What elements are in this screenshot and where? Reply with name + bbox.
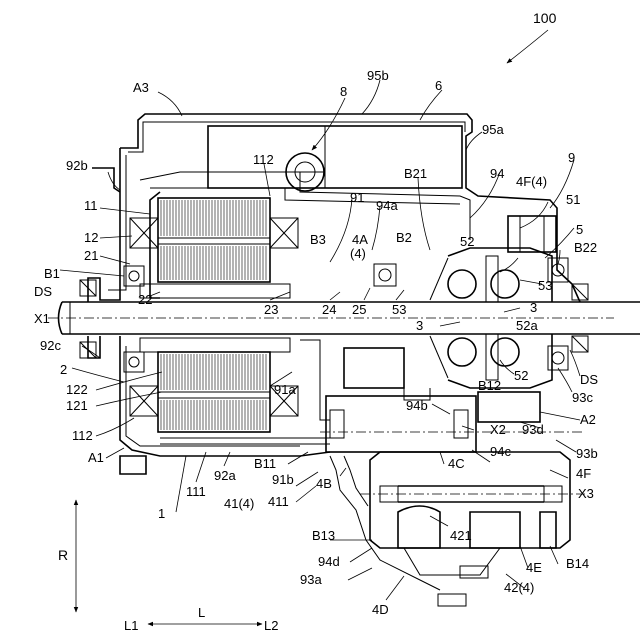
label-2: 2 xyxy=(60,362,67,377)
label-21: 21 xyxy=(84,248,98,263)
label-94d: 94d xyxy=(318,554,340,569)
label-112-bottom: 112 xyxy=(72,428,93,443)
label-421: 421 xyxy=(450,528,472,543)
label-53-mid: 53 xyxy=(392,302,406,317)
label-25: 25 xyxy=(352,302,366,317)
label-B1: B1 xyxy=(44,266,60,281)
label-94c: 94c xyxy=(490,444,511,459)
label-92c: 92c xyxy=(40,338,61,353)
label-B22: B22 xyxy=(574,240,597,255)
stator-lower xyxy=(130,352,298,432)
label-53-right: 53 xyxy=(538,278,552,293)
label-4D: 4D xyxy=(372,602,389,617)
label-94: 94 xyxy=(490,166,504,181)
label-B14: B14 xyxy=(566,556,589,571)
label-X1: X1 xyxy=(34,311,50,326)
label-DS-left: DS xyxy=(34,284,52,299)
stator-upper xyxy=(130,198,298,282)
label-3-right: 3 xyxy=(530,300,537,315)
label-X2: X2 xyxy=(490,422,506,437)
label-112-top: 112 xyxy=(253,152,274,167)
label-91a: 91a xyxy=(274,382,296,397)
label-51: 51 xyxy=(566,192,580,207)
label-95b: 95b xyxy=(367,68,389,83)
label-52a: 52a xyxy=(516,318,538,333)
label-4F4: 4F(4) xyxy=(516,174,547,189)
label-A2: A2 xyxy=(580,412,596,427)
label-91: 91 xyxy=(350,190,364,205)
label-4A-paren: (4) xyxy=(350,246,366,261)
label-22: 22 xyxy=(138,292,152,307)
bearing-B2 xyxy=(374,264,396,286)
label-122: 122 xyxy=(66,382,88,397)
label-4C: 4C xyxy=(448,456,465,471)
label-93a: 93a xyxy=(300,572,322,587)
label-B12: B12 xyxy=(478,378,501,393)
label-A1: A1 xyxy=(88,450,104,465)
label-L1: L1 xyxy=(124,618,138,633)
label-B21: B21 xyxy=(404,166,427,181)
label-111: 111 xyxy=(186,484,206,499)
label-L: L xyxy=(198,605,205,620)
motor-housing xyxy=(88,114,580,302)
label-23: 23 xyxy=(264,302,278,317)
figure-reference-arrow xyxy=(507,30,548,63)
label-41-4: 41(4) xyxy=(224,496,254,511)
label-B2: B2 xyxy=(396,230,412,245)
label-92a: 92a xyxy=(214,468,236,483)
label-411: 411 xyxy=(268,494,289,509)
label-93d: 93d xyxy=(522,422,544,437)
label-91b: 91b xyxy=(272,472,294,487)
label-L2: L2 xyxy=(264,618,278,633)
seal-DS xyxy=(80,280,588,358)
figure-reference-number: 100 xyxy=(533,10,557,26)
label-24: 24 xyxy=(322,302,336,317)
label-12: 12 xyxy=(84,230,98,245)
gear-case-lower xyxy=(330,456,440,590)
label-DS-right: DS xyxy=(580,372,598,387)
label-6: 6 xyxy=(435,78,442,93)
label-B3: B3 xyxy=(310,232,326,247)
label-B13: B13 xyxy=(312,528,335,543)
label-121: 121 xyxy=(66,398,88,413)
label-95a: 95a xyxy=(482,122,504,137)
label-1: 1 xyxy=(158,506,165,521)
label-93b: 93b xyxy=(576,446,598,461)
label-9: 9 xyxy=(568,150,575,165)
label-4B: 4B xyxy=(316,476,332,491)
rotor xyxy=(140,284,330,444)
label-92b: 92b xyxy=(66,158,88,173)
label-4F: 4F xyxy=(576,466,591,481)
label-X3: X3 xyxy=(578,486,594,501)
label-94a: 94a xyxy=(376,198,398,213)
label-42-4: 42(4) xyxy=(504,580,534,595)
bearing-B1-lower xyxy=(124,352,144,372)
label-4A: 4A xyxy=(352,232,368,247)
label-94b: 94b xyxy=(406,398,428,413)
label-52-bottom: 52 xyxy=(514,368,528,383)
label-52-top: 52 xyxy=(460,234,474,249)
label-A3: A3 xyxy=(133,80,149,95)
label-B11: B11 xyxy=(254,456,276,471)
label-93c: 93c xyxy=(572,390,593,405)
label-11: 11 xyxy=(84,198,98,213)
bearing-B12 xyxy=(548,346,568,370)
inverter-case xyxy=(208,126,462,191)
label-8: 8 xyxy=(340,84,347,99)
bearing-B1 xyxy=(124,266,144,286)
label-R: R xyxy=(58,547,68,563)
label-4E: 4E xyxy=(526,560,542,575)
label-3-mid: 3 xyxy=(416,318,423,333)
label-5: 5 xyxy=(576,222,583,237)
